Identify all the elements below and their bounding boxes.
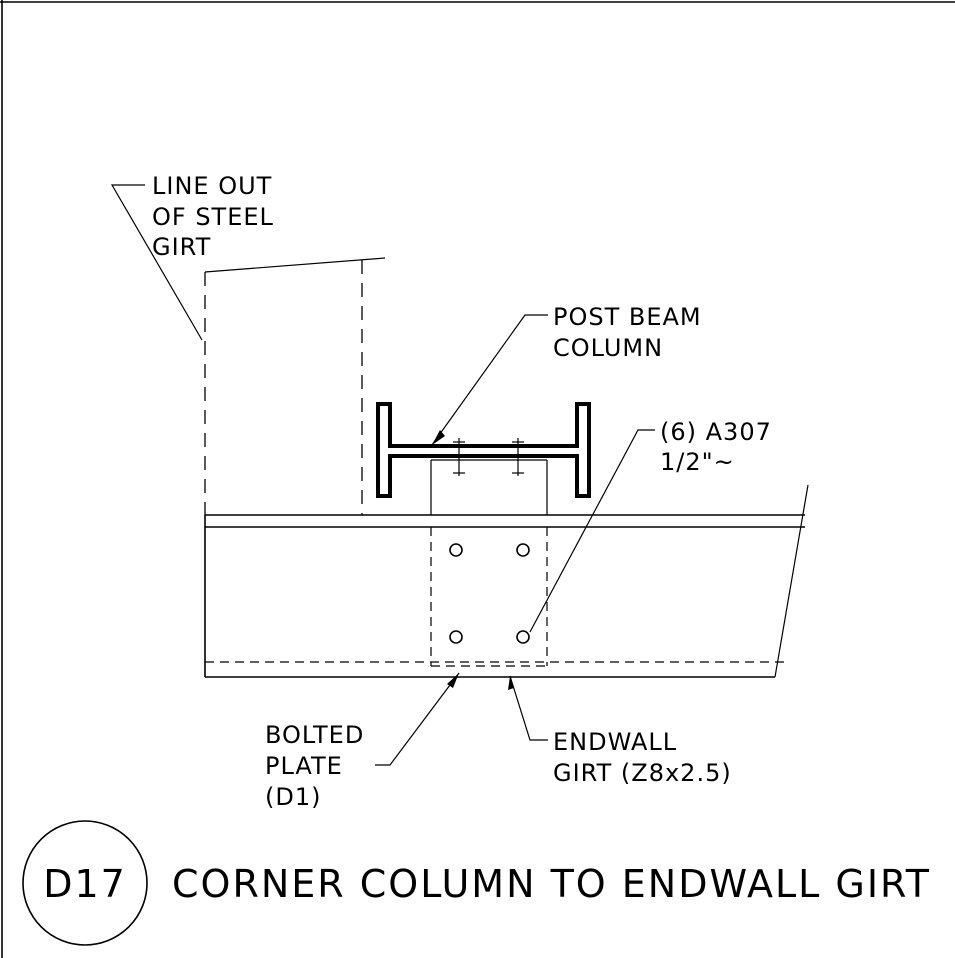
endwall-girt	[204, 484, 809, 678]
label-bolted-plate: BOLTED PLATE (D1)	[265, 721, 364, 811]
bolted-plate	[430, 459, 548, 667]
svg-text:PLATE: PLATE	[265, 752, 343, 780]
svg-text:GIRT (Z8x2.5): GIRT (Z8x2.5)	[553, 759, 732, 787]
post-beam-column	[376, 402, 591, 498]
label-post-beam-column: POST BEAM COLUMN	[553, 303, 702, 362]
detail-id: D17	[43, 862, 127, 906]
label-line-out: LINE OUT OF STEEL GIRT	[152, 172, 274, 261]
detail-badge: D17	[22, 820, 148, 946]
detail-title: CORNER COLUMN TO ENDWALL GIRT	[172, 862, 931, 906]
steel-girt-line-out	[204, 257, 386, 515]
leader-lines	[110, 184, 655, 766]
svg-text:1/2"~: 1/2"~	[660, 448, 735, 476]
svg-text:OF STEEL: OF STEEL	[152, 203, 274, 231]
svg-text:COLUMN: COLUMN	[553, 334, 663, 362]
svg-text:LINE OUT: LINE OUT	[152, 172, 272, 200]
svg-text:(D1): (D1)	[265, 783, 321, 811]
flange-bolts	[453, 438, 524, 476]
label-endwall-girt: ENDWALL GIRT (Z8x2.5)	[553, 728, 732, 787]
bolt-holes	[449, 543, 530, 644]
svg-text:POST BEAM: POST BEAM	[553, 303, 702, 331]
svg-text:BOLTED: BOLTED	[265, 721, 364, 749]
label-bolts: (6) A307 1/2"~	[660, 418, 772, 476]
svg-text:(6) A307: (6) A307	[660, 418, 772, 446]
svg-text:ENDWALL: ENDWALL	[553, 728, 677, 756]
svg-text:GIRT: GIRT	[152, 233, 211, 261]
